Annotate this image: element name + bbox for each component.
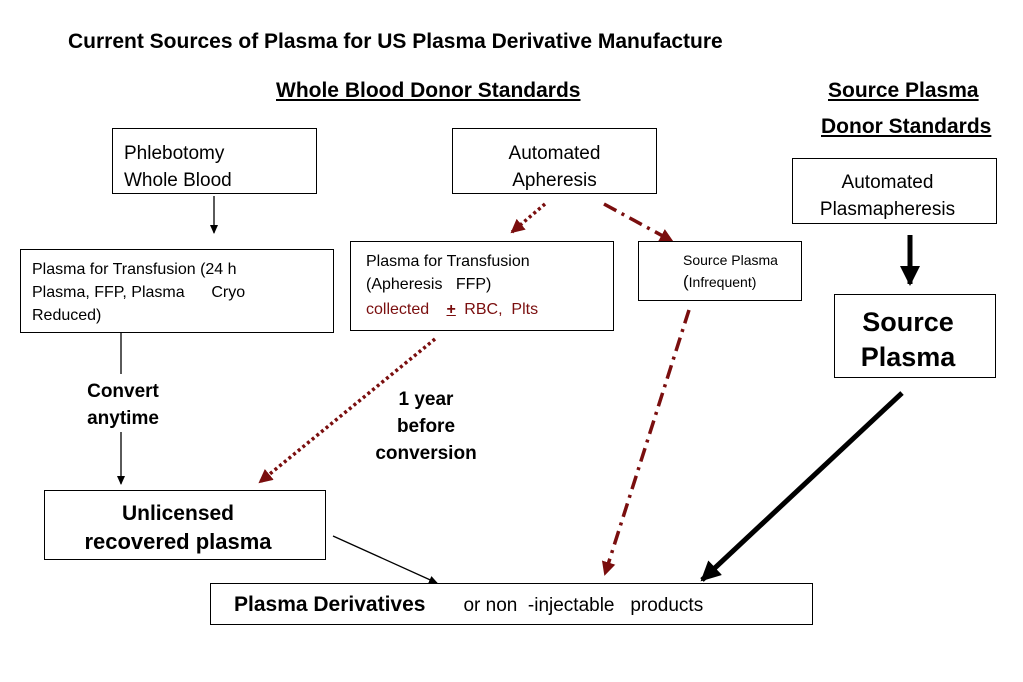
phlebotomy-line2: Whole Blood: [124, 170, 232, 191]
plus-sign: +: [446, 301, 456, 318]
year-line3: conversion: [375, 443, 477, 464]
convert-anytime-label: Convert anytime: [68, 378, 178, 432]
plasmapheresis-box: Automated Plasmapheresis: [792, 158, 997, 224]
source-infrequent-line2: (Infrequent): [683, 270, 801, 294]
one-year-label: 1 year before conversion: [356, 386, 496, 467]
plasma-transfusion-line3: Reduced): [32, 307, 102, 324]
plasma-transfusion-line2: Plasma, FFP, Plasma Cryo: [32, 284, 246, 301]
arrow-apheresis-to-apheresis-transfusion: [510, 202, 547, 234]
year-line2: before: [396, 416, 456, 437]
plasmapheresis-line1: Automated: [841, 172, 934, 193]
plasma-derivatives-label: Plasma Derivatives: [234, 593, 426, 616]
source-plasma-infrequent-box: Source Plasma (Infrequent): [638, 241, 802, 301]
plasma-transfusion-line1: Plasma for Transfusion (24 h: [32, 261, 237, 278]
apheresis-transfusion-line3: collected + RBC, Plts: [366, 298, 613, 321]
apheresis-transfusion-box: Plasma for Transfusion (Apheresis FFP) c…: [350, 241, 614, 331]
source-plasma-standards-header-line1: Source Plasma: [828, 79, 979, 102]
plasma-derivatives-box: Plasma Derivatives or non -injectable pro…: [210, 583, 813, 625]
plasmapheresis-line2: Plasmapheresis: [819, 199, 956, 220]
plasma-transfusion-box: Plasma for Transfusion (24 h Plasma, FFP…: [20, 249, 334, 333]
source-plasma-box: Source Plasma: [834, 294, 996, 378]
unlicensed-box: Unlicensed recovered plasma: [44, 490, 326, 560]
source-plasma-line1: Source: [862, 307, 954, 337]
rbc-plts-label: RBC, Plts: [459, 301, 539, 318]
source-infrequent-paren: (: [683, 272, 689, 291]
apheresis-box: Automated Apheresis: [452, 128, 657, 194]
apheresis-line1: Automated: [508, 143, 601, 164]
apheresis-line2: Apheresis: [512, 170, 597, 191]
source-infrequent-text: Infrequent): [688, 274, 757, 290]
arrow-source-to-derivatives: [700, 391, 904, 582]
whole-blood-standards-header: Whole Blood Donor Standards: [276, 79, 581, 102]
apheresis-transfusion-line2: (Apheresis FFP): [366, 276, 492, 293]
source-infrequent-line1: Source Plasma: [683, 252, 778, 268]
arrow-apheresis-to-source-infrequent: [603, 202, 674, 243]
arrow-apheresis-transfusion-to-unlicensed: [258, 337, 437, 484]
arrow-source-infrequent-to-derivatives: [601, 309, 691, 576]
source-plasma-standards-header-line2: Donor Standards: [821, 115, 992, 138]
unlicensed-line2: recovered plasma: [84, 529, 272, 554]
collected-label: collected: [366, 301, 430, 318]
convert-line1: Convert: [87, 381, 159, 402]
arrow-unlicensed-to-derivatives: [332, 535, 438, 584]
page-title: Current Sources of Plasma for US Plasma …: [68, 30, 723, 53]
phlebotomy-line1: Phlebotomy: [124, 143, 225, 164]
phlebotomy-box: Phlebotomy Whole Blood: [112, 128, 317, 194]
year-line1: 1 year: [398, 389, 454, 410]
source-plasma-line2: Plasma: [860, 342, 956, 372]
unlicensed-line1: Unlicensed: [121, 502, 235, 525]
non-injectable-label: or non -injectable products: [463, 595, 704, 616]
convert-line2: anytime: [87, 408, 159, 429]
apheresis-transfusion-line1: Plasma for Transfusion: [366, 253, 530, 270]
